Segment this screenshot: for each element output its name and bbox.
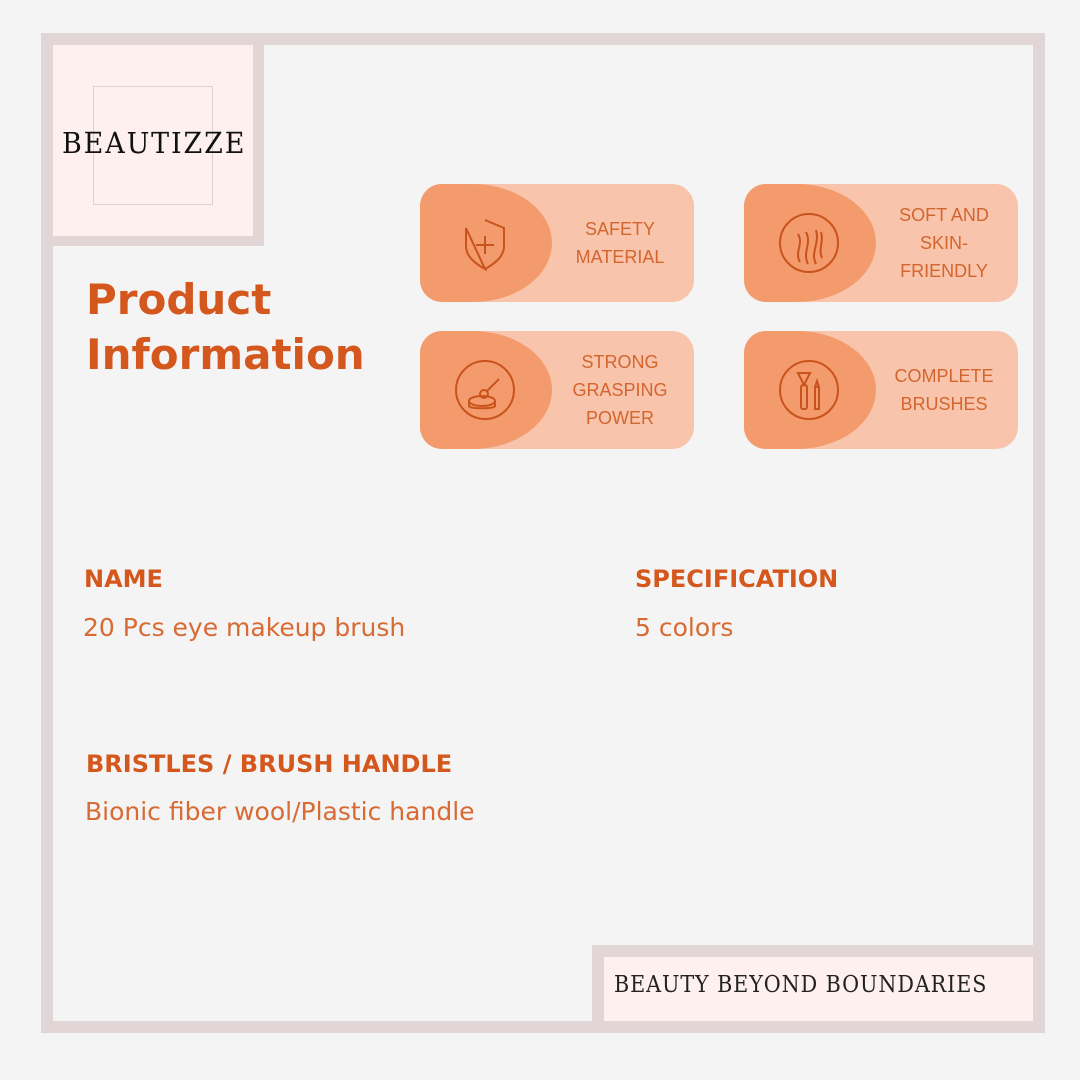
brush-bowl-icon (455, 360, 515, 420)
card-accent (744, 331, 876, 449)
feature-label: SAFETY MATERIAL (575, 219, 665, 267)
outer-frame (41, 33, 1045, 1033)
feature-card-soft: SOFT AND SKIN- FRIENDLY (744, 184, 1018, 302)
title-line-2: Information (86, 330, 365, 379)
hair-strands-icon (779, 213, 839, 273)
feature-label: COMPLETE BRUSHES (894, 366, 994, 414)
specification-label: SPECIFICATION (635, 565, 839, 593)
bristles-value: Bionic fiber wool/Plastic handle (85, 797, 475, 826)
brand-logo: BEAUTIZZE (62, 126, 247, 160)
feature-card-complete: COMPLETE BRUSHES (744, 331, 1018, 449)
logo-inner-square (93, 86, 213, 205)
makeup-brushes-icon (779, 360, 839, 420)
card-accent (744, 184, 876, 302)
tagline-box (592, 945, 1033, 1021)
tagline: BEAUTY BEYOND BOUNDARIES (614, 972, 988, 998)
shield-plus-icon (465, 219, 505, 272)
logo-box (53, 45, 264, 246)
title-line-1: Product (86, 275, 272, 324)
feature-label: SOFT AND SKIN- FRIENDLY (899, 205, 989, 281)
name-value: 20 Pcs eye makeup brush (83, 613, 406, 642)
feature-card-grasping: STRONG GRASPING POWER (420, 331, 694, 449)
page-title: Product Information (86, 272, 365, 382)
feature-label: STRONG GRASPING POWER (572, 352, 668, 428)
bristles-label: BRISTLES / BRUSH HANDLE (86, 750, 453, 778)
feature-card-safety: SAFETY MATERIAL (420, 184, 694, 302)
specification-value: 5 colors (635, 613, 734, 642)
name-label: NAME (84, 565, 163, 593)
